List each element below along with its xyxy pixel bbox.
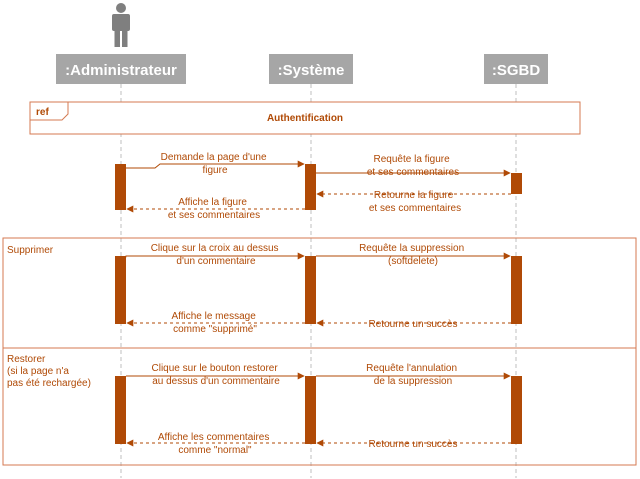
message: Clique sur la croix au dessus d'un comme…: [124, 243, 305, 267]
message: Requête l'annulation de la suppression: [316, 363, 511, 387]
activation-systeme: [305, 376, 316, 444]
lifeline-label: :Système: [278, 62, 345, 79]
fragment-supprimer: Supprimer: [2, 237, 637, 349]
fragment-label: Supprimer: [7, 245, 54, 256]
ref-fragment: ref Authentification: [29, 101, 581, 135]
lifeline-header-sgbd: :SGBD: [484, 54, 548, 84]
svg-text:Retourne un succès: Retourne un succès: [369, 319, 458, 330]
message: Retourne la figure et ses commentaires: [316, 190, 511, 214]
activation-admin: [115, 376, 126, 444]
ref-title: Authentification: [267, 113, 343, 124]
svg-text:Retourne un succès: Retourne un succès: [369, 439, 458, 450]
message: Clique sur le bouton restorer au dessus …: [126, 363, 305, 387]
svg-text:Affiche le message comme: Affiche le message comme "supprimé": [171, 311, 258, 335]
svg-text:Affiche les commentaires: Affiche les commentaires comme "normal": [158, 432, 272, 456]
fragment-label: Restorer (si la page n'a pas été recharg…: [7, 354, 91, 389]
svg-text:Clique sur la croix au dessus: Clique sur la croix au dessus d'un comme…: [151, 243, 282, 267]
ref-tag: ref: [36, 107, 49, 118]
fragment-restorer: Restorer (si la page n'a pas été recharg…: [2, 347, 637, 466]
svg-text:Affiche la figure et ses: Affiche la figure et ses commentaires: [168, 197, 260, 221]
activation-systeme: [305, 164, 316, 210]
lifeline-header-systeme: :Système: [269, 54, 353, 84]
message: Retourne un succès: [316, 439, 511, 450]
svg-text:Requête la suppression (: Requête la suppression (softdelete): [359, 243, 467, 267]
message: Affiche les commentaires comme "normal": [126, 432, 305, 456]
activation-sgbd: [511, 173, 522, 194]
activation-systeme: [305, 256, 316, 324]
svg-text:Requête la figure et ses: Requête la figure et ses commentaires: [367, 154, 459, 178]
person-icon: [112, 3, 130, 47]
message: Requête la suppression (softdelete): [316, 243, 511, 267]
message: Requête la figure et ses commentaires: [316, 154, 511, 178]
message: Affiche le message comme "supprimé": [126, 311, 305, 335]
activation-admin: [115, 256, 126, 324]
message: Demande la page d'une figure: [126, 152, 305, 176]
activation-admin: [115, 164, 126, 210]
message: Affiche la figure et ses commentaires: [126, 197, 305, 221]
lifeline-header-admin: :Administrateur: [56, 54, 186, 84]
svg-text:Clique sur le bouton restorer: Clique sur le bouton restorer au dessus …: [152, 363, 281, 387]
activation-sgbd: [511, 376, 522, 444]
activation-sgbd: [511, 256, 522, 324]
svg-text:Demande la page d'une fi: Demande la page d'une figure: [161, 152, 270, 176]
svg-text:Retourne la figure et se: Retourne la figure et ses commentaires: [369, 190, 461, 214]
lifeline-label: :Administrateur: [65, 62, 177, 79]
message: Retourne un succès: [316, 319, 511, 330]
lifeline-label: :SGBD: [492, 62, 541, 79]
svg-text:Requête l'annulation de: Requête l'annulation de la suppression: [366, 363, 460, 387]
